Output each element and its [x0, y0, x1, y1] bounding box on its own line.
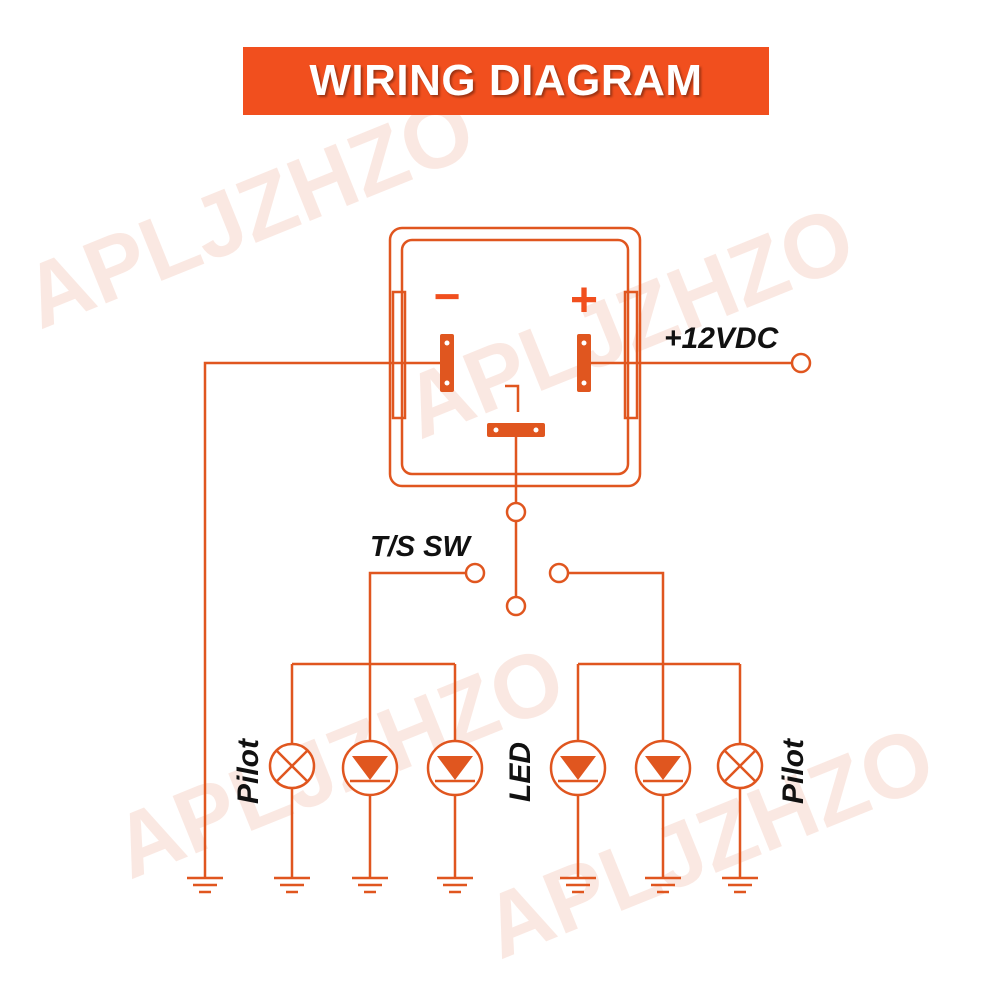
switch-right-terminal [548, 562, 570, 584]
output-pin [487, 423, 545, 437]
ground-icon [645, 876, 681, 894]
output-bracket [505, 384, 520, 412]
switch-left-wire [368, 571, 466, 664]
led-4-icon [634, 739, 692, 797]
minus-label: − [434, 270, 461, 322]
ground-icon [187, 876, 223, 894]
led-label: LED [504, 742, 537, 802]
supply-terminal [790, 352, 812, 374]
switch-right-wire [568, 571, 665, 664]
ground-icon [274, 876, 310, 894]
pilot-right-label: Pilot [777, 737, 810, 804]
ground-icon [722, 876, 758, 894]
switch-label: T/S SW [370, 531, 473, 563]
supply-label: +12VDC [664, 322, 780, 355]
switch-left-terminal [464, 562, 486, 584]
plus-label: + [570, 274, 598, 327]
page-title: WIRING DIAGRAM [309, 56, 703, 105]
led-2-icon [426, 739, 484, 797]
switch-bottom-terminal [505, 595, 527, 617]
relay-right-tab [623, 290, 639, 420]
ground-icon [437, 876, 473, 894]
title-banner: WIRING DIAGRAM [243, 47, 769, 115]
positive-pin [577, 334, 591, 392]
negative-pin [440, 334, 454, 392]
led-1-icon [341, 739, 399, 797]
pilot-left-label: Pilot [232, 737, 265, 804]
ground-icon [352, 876, 388, 894]
pilot-lamp-left-icon [268, 742, 316, 790]
ground-icon [560, 876, 596, 894]
led-3-icon [549, 739, 607, 797]
switch-top-terminal [505, 501, 527, 523]
relay-left-tab [391, 290, 407, 420]
negative-wire [203, 361, 440, 878]
pilot-lamp-right-icon [716, 742, 764, 790]
